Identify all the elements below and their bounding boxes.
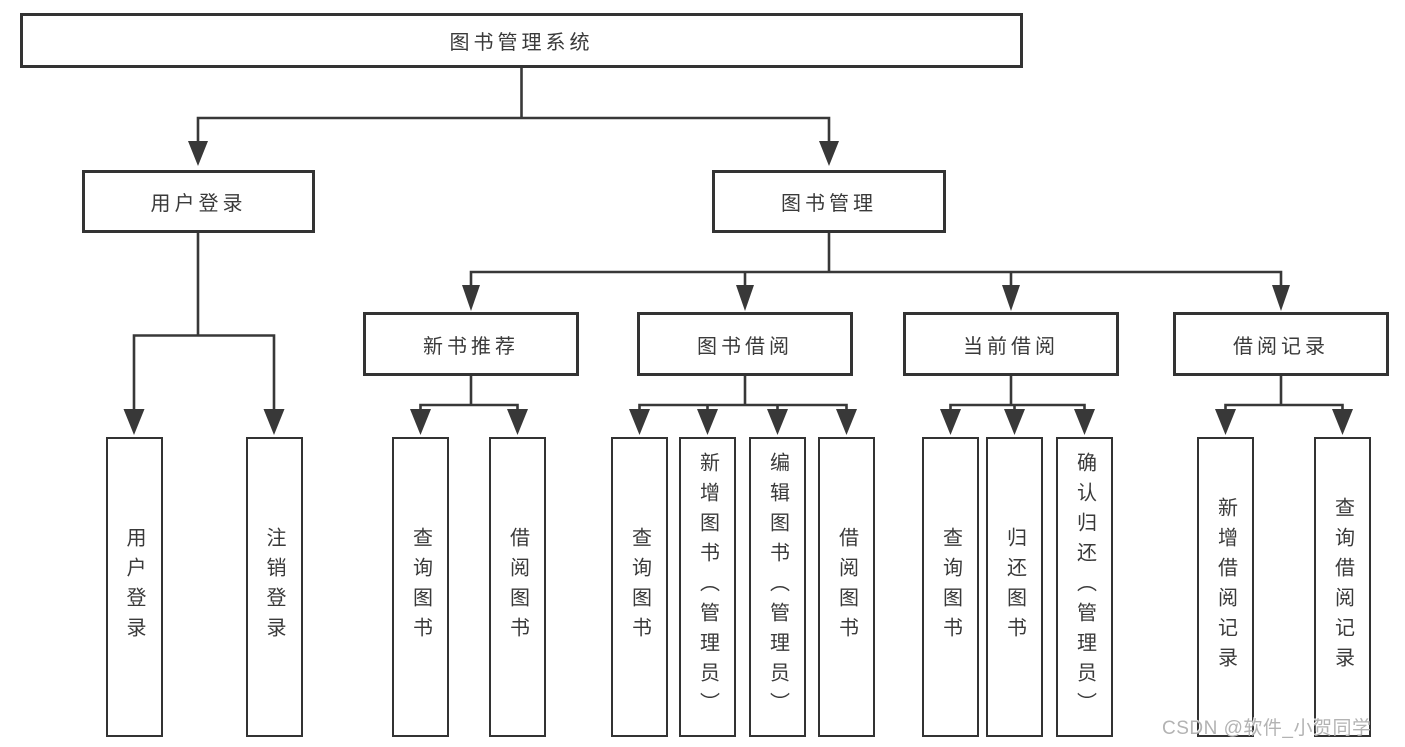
leaf-confirm-return-admin: 确认归还（管理员） bbox=[1056, 437, 1113, 737]
connector-root-to-level2 bbox=[188, 68, 839, 166]
leaf-edit-book-admin-label: 编辑图书（管理员） bbox=[766, 452, 789, 722]
node-user-login-label: 用户登录 bbox=[150, 193, 247, 215]
leaf-query-books-current: 查询图书 bbox=[922, 437, 979, 737]
connector-currentborrowing-to-leaves bbox=[940, 376, 1095, 435]
leaf-logout-label: 注销登录 bbox=[263, 527, 285, 647]
leaf-add-borrow-record-label: 新增借阅记录 bbox=[1214, 497, 1237, 677]
node-book-borrowing-label: 图书借阅 bbox=[697, 335, 793, 358]
connector-borrowingrecords-to-leaves bbox=[1215, 376, 1353, 435]
leaf-confirm-return-admin-label: 确认归还（管理员） bbox=[1073, 452, 1096, 722]
node-library-system-label: 图书管理系统 bbox=[449, 32, 594, 54]
node-new-book-recommend-label: 新书推荐 bbox=[423, 335, 519, 358]
connector-bookmanagement-to-level3 bbox=[462, 233, 1290, 311]
node-book-management: 图书管理 bbox=[712, 170, 946, 233]
leaf-query-borrow-record: 查询借阅记录 bbox=[1314, 437, 1371, 737]
connector-userlogin-to-leaves bbox=[123, 233, 285, 435]
leaf-borrow-books: 借阅图书 bbox=[818, 437, 875, 737]
watermark-text: CSDN @软件_小贺同学 bbox=[1162, 718, 1372, 739]
leaf-user-login: 用户登录 bbox=[105, 437, 163, 737]
leaf-return-books: 归还图书 bbox=[986, 437, 1043, 737]
leaf-edit-book-admin: 编辑图书（管理员） bbox=[749, 437, 806, 737]
node-book-management-label: 图书管理 bbox=[781, 193, 877, 215]
leaf-query-books-recommend: 查询图书 bbox=[392, 437, 449, 737]
node-borrowing-records: 借阅记录 bbox=[1173, 312, 1389, 376]
connector-bookborrowing-to-leaves bbox=[629, 376, 857, 435]
node-borrowing-records-label: 借阅记录 bbox=[1233, 335, 1329, 358]
node-new-book-recommend: 新书推荐 bbox=[363, 312, 579, 376]
leaf-return-books-label: 归还图书 bbox=[1003, 527, 1026, 647]
leaf-add-book-admin-label: 新增图书（管理员） bbox=[696, 452, 719, 722]
node-user-login: 用户登录 bbox=[82, 170, 315, 233]
leaf-query-books-current-label: 查询图书 bbox=[939, 527, 962, 647]
connector-newbookrecommend-to-leaves bbox=[410, 376, 528, 435]
node-current-borrowing: 当前借阅 bbox=[903, 312, 1119, 376]
node-book-borrowing: 图书借阅 bbox=[637, 312, 853, 376]
leaf-add-borrow-record: 新增借阅记录 bbox=[1197, 437, 1254, 737]
node-current-borrowing-label: 当前借阅 bbox=[963, 335, 1059, 358]
leaf-logout: 注销登录 bbox=[245, 437, 303, 737]
leaf-add-book-admin: 新增图书（管理员） bbox=[679, 437, 736, 737]
node-library-system: 图书管理系统 bbox=[20, 13, 1023, 68]
leaf-query-borrow-record-label: 查询借阅记录 bbox=[1331, 497, 1354, 677]
leaf-borrow-books-recommend-label: 借阅图书 bbox=[506, 527, 529, 647]
leaf-borrow-books-recommend: 借阅图书 bbox=[489, 437, 546, 737]
leaf-borrow-books-label: 借阅图书 bbox=[835, 527, 858, 647]
leaf-query-books-borrowing-label: 查询图书 bbox=[628, 527, 651, 647]
leaf-user-login-label: 用户登录 bbox=[123, 527, 145, 647]
leaf-query-books-borrowing: 查询图书 bbox=[611, 437, 668, 737]
leaf-query-books-recommend-label: 查询图书 bbox=[409, 527, 432, 647]
